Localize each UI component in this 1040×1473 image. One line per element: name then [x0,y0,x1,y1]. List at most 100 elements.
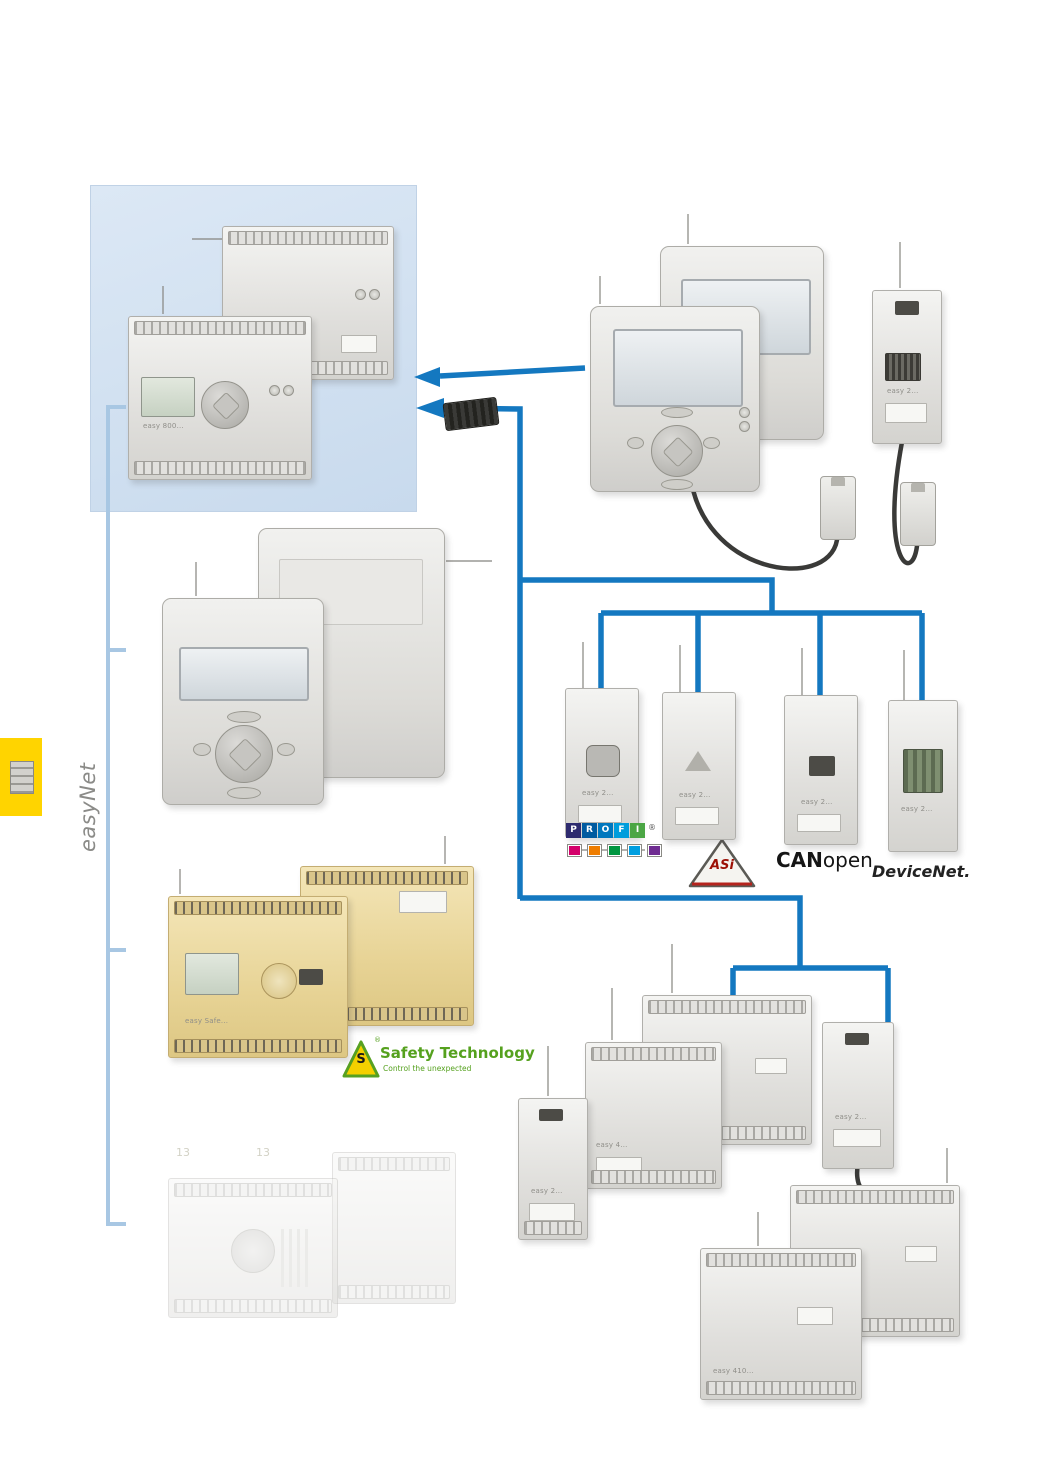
terminal-strip [591,1170,716,1184]
device-type-label: easy 2... [801,798,833,806]
remote-interface-module: easy 2... [872,290,942,444]
legacy-back-module [332,1152,456,1304]
asi-marking [685,751,711,771]
type-label-sticker [797,1307,833,1325]
easynet-rail-lines [106,405,126,1226]
network-node-icon [588,845,601,856]
legacy-marking: 13 [176,1146,190,1159]
profibus-letter-block: O [598,823,613,838]
canopen-logo: CANopen [776,848,873,872]
led-indicator [739,421,750,432]
cable-plug [900,482,936,546]
canopen-bold: CAN [776,848,823,872]
mfd-back-panel [258,528,445,778]
rj-port [809,756,835,776]
device-type-label: easy 800... [143,422,184,430]
type-label-sticker [578,805,622,823]
terminal-strip [174,901,342,915]
function-key [227,711,261,723]
type-label-sticker [905,1246,937,1262]
lcd-display [141,377,195,417]
profibus-letter-block: I [630,823,645,838]
titan-front-panel [590,306,760,492]
network-node-icon [608,845,621,856]
terminal-strip [228,231,388,245]
device-type-label: easy 2... [679,791,711,799]
terminal-strip [338,1285,450,1299]
cursor-keypad [215,725,273,783]
cursor-keypad [201,381,249,429]
legacy-marking: 13 [256,1146,270,1159]
module-icon [10,761,34,794]
expansion-io-module: easy 4... [585,1042,722,1189]
gateway-devicenet-module: easy 2... [888,700,958,852]
navigation-button [261,963,297,999]
device-type-label: easy 2... [901,805,933,813]
coupler-module-left: easy 2... [518,1098,588,1240]
terminal-strip [591,1047,716,1061]
device-type-label: easy 2... [531,1187,563,1195]
top-port [845,1033,869,1045]
selector-knob [231,1229,275,1273]
legacy-front-module [168,1178,338,1318]
registered-mark: ® [648,823,656,832]
terminal-strip [524,1221,582,1235]
vent-slots [281,1229,311,1287]
safety-technology-title: Safety Technology [380,1044,535,1062]
canopen-light: open [822,848,873,872]
cable-plug [820,476,856,540]
type-label-sticker [797,814,841,832]
terminal-strip [174,1183,332,1197]
device-type-label: easy 4... [596,1141,628,1149]
easy800-front-module: easy 800... [128,316,312,480]
profibus-letter-block: F [614,823,629,838]
dsub-connector [586,745,620,777]
led-indicator [739,407,750,418]
arrowheads [414,367,444,418]
terminal-strip [796,1190,954,1204]
type-label-sticker [529,1203,575,1221]
terminal-strip [706,1253,856,1267]
multi-pin-connector [885,353,921,381]
profibus-node-icons [568,845,661,856]
terminal-strip [174,1039,342,1053]
led-indicator [369,289,380,300]
profibus-letter-block: P [566,823,581,838]
graphic-display [613,329,743,407]
function-key [703,437,720,449]
gateway-canopen-module: easy 2... [784,695,858,845]
terminal-strip [306,871,468,885]
device-type-label: easy 2... [887,387,919,395]
graphic-display [179,647,309,701]
function-key [661,479,693,490]
led-indicator [283,385,294,396]
function-key [227,787,261,799]
lcd-display [185,953,239,995]
gateway-asi-module: easy 2... [662,692,736,840]
terminal-strip [134,321,306,335]
led-indicator [269,385,280,396]
asi-logo-triangle [688,838,756,888]
network-node-icon [648,845,661,856]
function-key [627,437,644,449]
type-label-sticker [833,1129,881,1147]
type-label-sticker [399,891,447,913]
device-type-label: easy 410... [713,1367,754,1375]
safety-logo-triangle [342,1040,380,1078]
type-label-sticker [885,403,927,423]
safety-logo-mark: S [356,1052,366,1067]
type-label-sticker [675,807,719,825]
terminal-strip [706,1381,856,1395]
easynet-section-tab [0,738,42,816]
mfd-front-panel [162,598,324,805]
asi-logo-text: ASi [710,858,734,873]
fieldbus-terminal [903,749,943,793]
led-indicator [355,289,366,300]
type-label-sticker [755,1058,787,1074]
device-type-label: easy 2... [835,1113,867,1121]
function-key [193,743,211,756]
terminal-strip [648,1000,806,1014]
cursor-keypad [651,425,703,477]
gateway-profibus-module: easy 2... [565,688,639,838]
